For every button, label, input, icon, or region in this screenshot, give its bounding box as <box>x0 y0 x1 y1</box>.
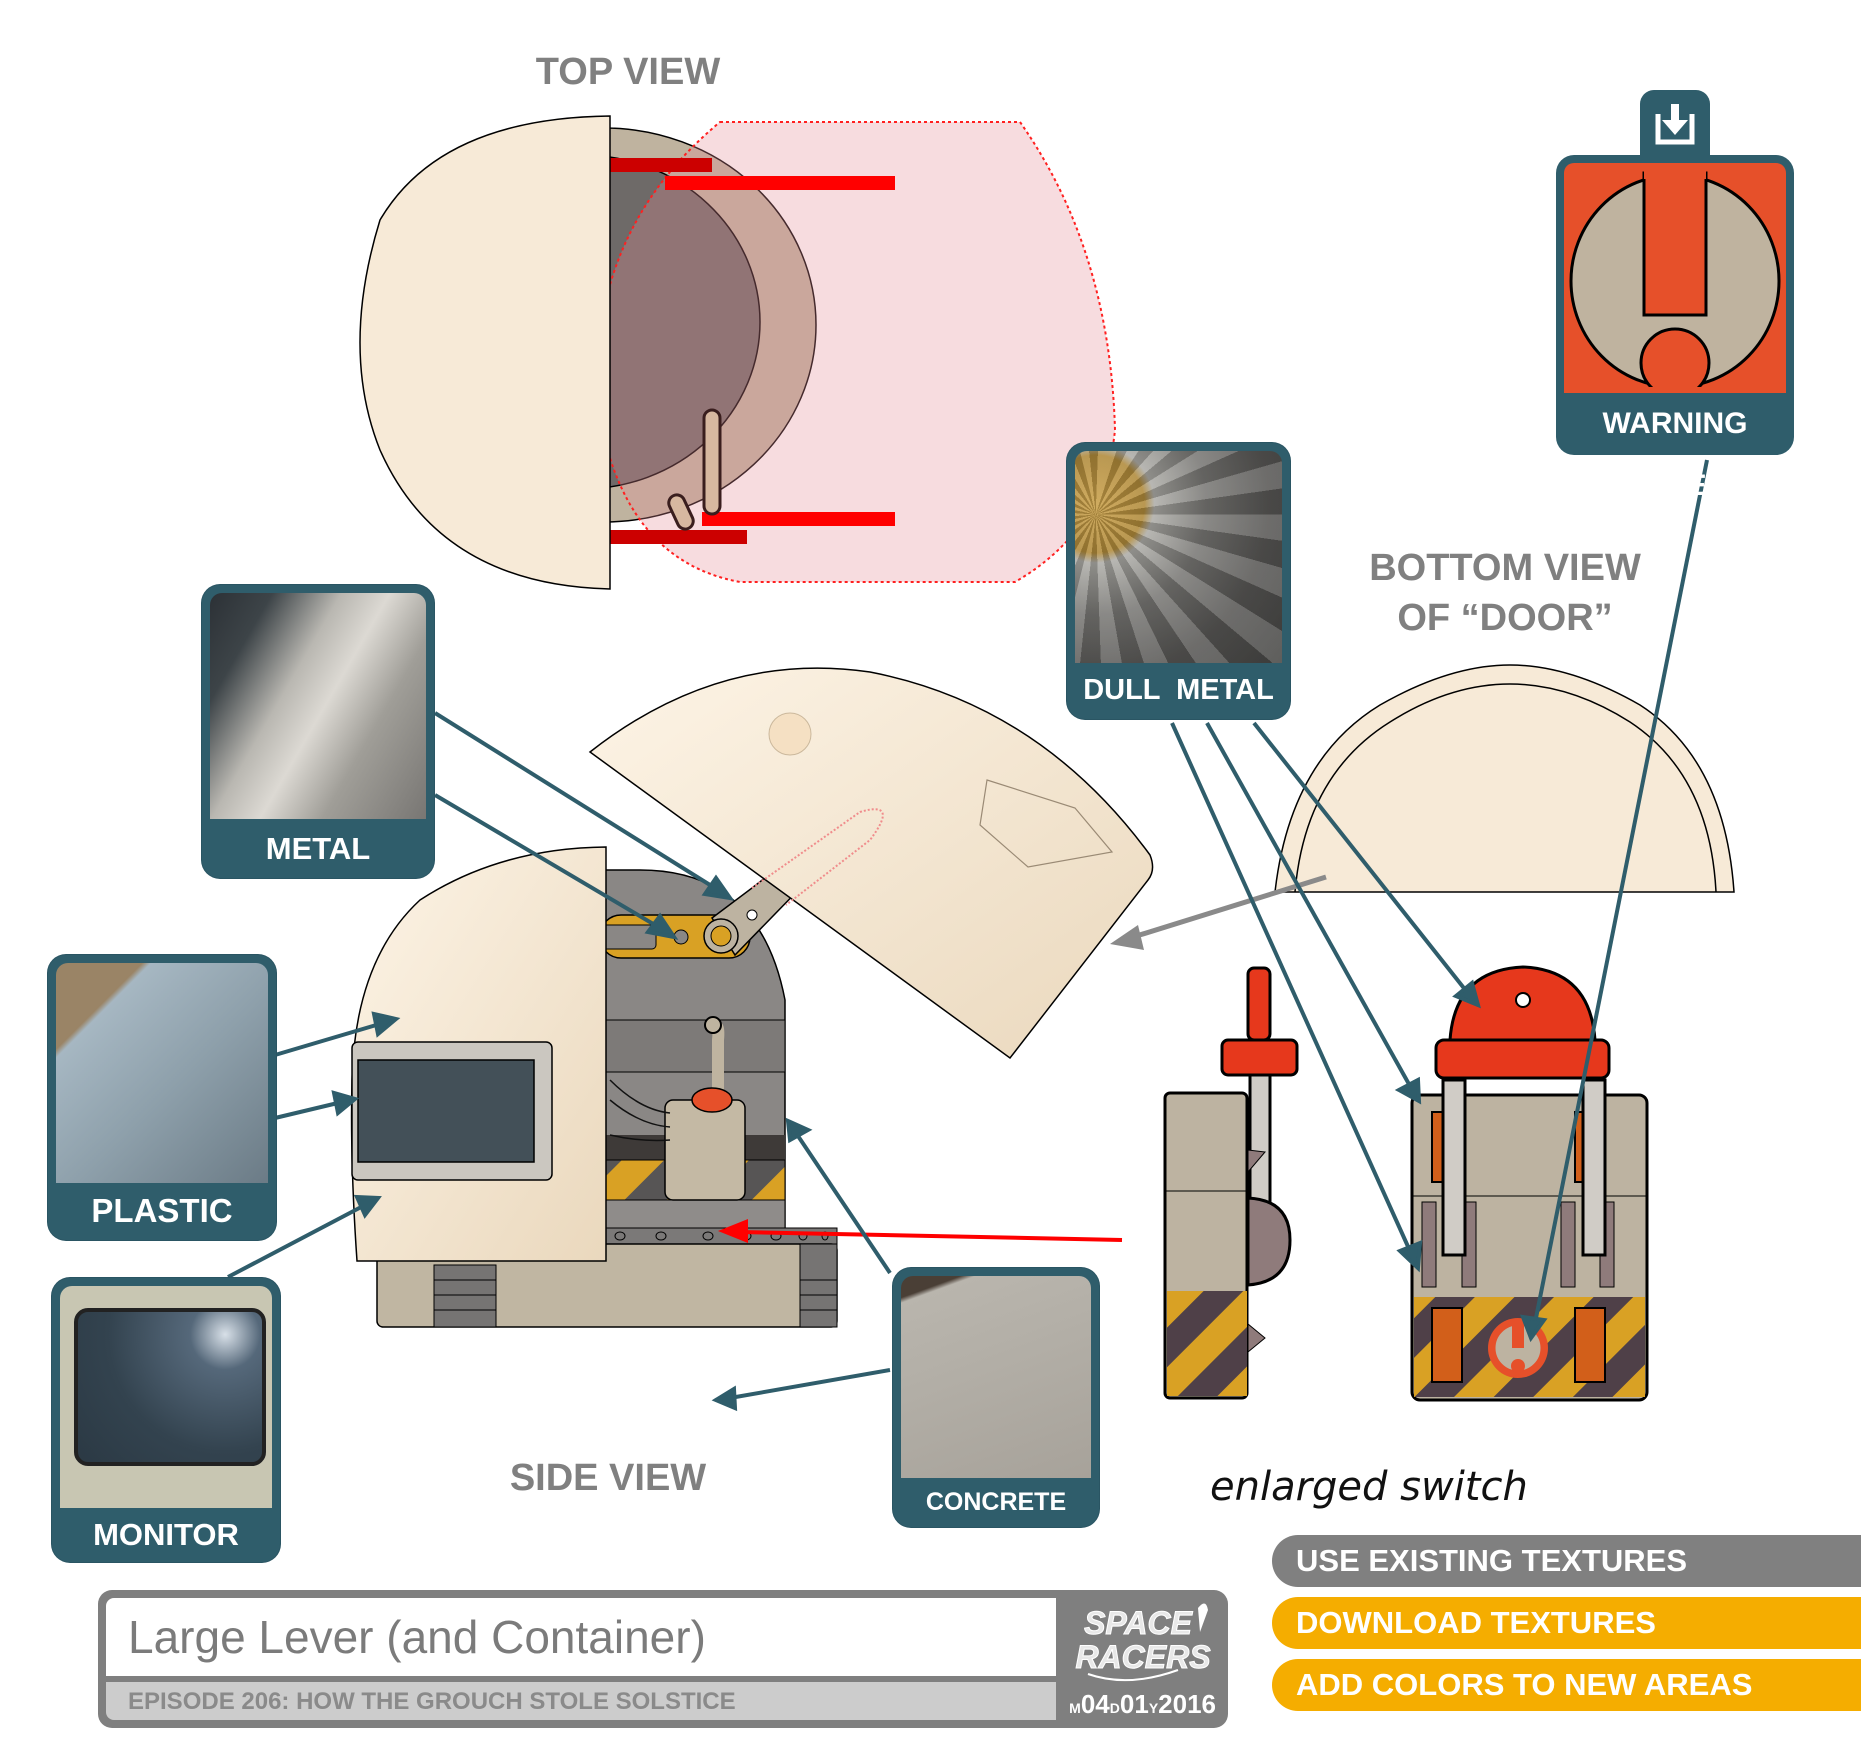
metal-label: METAL <box>265 831 371 866</box>
red-marker <box>600 530 747 544</box>
space-racers-logo: SPACE RACERS <box>1068 1598 1218 1684</box>
door-panel <box>588 667 1154 1060</box>
lever-pivot-inner <box>710 925 732 947</box>
open-door <box>588 667 1154 1060</box>
metal-texture-image <box>210 593 426 819</box>
front-switch-cap <box>1434 1038 1611 1080</box>
legend-label: USE EXISTING TEXTURES <box>1296 1543 1688 1578</box>
warning-label-text: WARNING LABEL <box>1602 407 1748 502</box>
lever-pin-small <box>667 493 695 531</box>
download-icon <box>1655 104 1695 145</box>
monitor-texture-image <box>60 1286 272 1508</box>
texture-card-concrete[interactable]: CONCRETE <box>893 1268 1099 1527</box>
logo-line-2: RACERS <box>1075 1639 1211 1675</box>
gray-pointer-arrow <box>1110 874 1327 950</box>
door-handle-slot <box>979 779 1114 868</box>
warning-label-image <box>1564 163 1786 393</box>
warning-icon <box>1569 167 1781 393</box>
texture-card-dull-metal[interactable]: DULL METAL <box>1067 443 1290 719</box>
legend-download-textures: DOWNLOAD TEXTURES <box>1272 1597 1861 1649</box>
concrete-texture-image <box>901 1276 1091 1478</box>
legend-label: ADD COLORS TO NEW AREAS <box>1296 1667 1753 1702</box>
monitor-screen-photo <box>74 1308 266 1466</box>
door-bottom-inner <box>1294 683 1717 893</box>
episode-panel: EPISODE 206: HOW THE GROUCH STOLE SOLSTI… <box>106 1682 1056 1720</box>
texture-card-warning-label[interactable]: WARNING LABEL <box>1556 155 1794 502</box>
lever-pin <box>702 408 722 516</box>
concrete-label: CONCRETE <box>925 1488 1067 1516</box>
title-block: Large Lever (and Container) EPISODE 206:… <box>98 1590 1228 1728</box>
dull-metal-texture-image <box>1075 451 1282 663</box>
cable <box>609 1099 671 1128</box>
lever-arm-hole <box>746 909 758 921</box>
base-rail <box>599 1227 838 1245</box>
enlarged-switch-label: enlarged switch <box>1210 1464 1528 1510</box>
side-view-label: SIDE VIEW <box>510 1457 706 1499</box>
enlarged-switch-drawing <box>1163 965 1649 1402</box>
download-tab[interactable] <box>1640 90 1710 162</box>
side-switch-hazard <box>1167 1291 1247 1396</box>
red-pointer-arrow <box>718 1219 1123 1243</box>
base-vent-right <box>799 1243 838 1328</box>
monitor-screen <box>357 1059 535 1163</box>
legend-use-existing-textures: USE EXISTING TEXTURES <box>1272 1535 1861 1587</box>
door-lever-ghost <box>751 808 884 906</box>
housing-band <box>599 1019 786 1073</box>
side-switch-tip <box>1246 966 1272 1042</box>
door-knob-mark <box>768 712 812 756</box>
top-view-label: TOP VIEW <box>536 51 721 93</box>
housing-base-strip <box>599 1199 786 1229</box>
bottom-view-drawing <box>1274 664 1735 893</box>
cable <box>609 1079 671 1114</box>
dull-metal-label: DULL METAL <box>1083 674 1274 706</box>
mini-switch <box>664 1099 746 1201</box>
plastic-label: PLASTIC <box>91 1192 233 1229</box>
bracket-slot <box>599 924 657 950</box>
legend-add-colors: ADD COLORS TO NEW AREAS <box>1272 1659 1861 1711</box>
closed-door-half <box>359 115 611 590</box>
door-bottom-outer <box>1274 664 1735 893</box>
mini-switch-knob <box>691 1087 733 1113</box>
plastic-texture-image <box>56 963 268 1183</box>
side-switch-handle <box>1220 1038 1299 1077</box>
sheet-date: M04D01Y2016 <box>1069 1689 1216 1719</box>
texture-card-metal[interactable]: METAL <box>202 585 434 878</box>
sheet-title: Large Lever (and Container) <box>128 1611 706 1663</box>
red-marker <box>702 512 895 526</box>
title-panel: Large Lever (and Container) <box>106 1598 1056 1676</box>
side-switch-stem <box>1248 1073 1272 1207</box>
bottom-view-label: BOTTOM VIEW <box>1369 547 1641 589</box>
callout-lines <box>227 459 1709 1412</box>
texture-card-monitor[interactable]: MONITOR <box>52 1278 280 1562</box>
fan-blades <box>1075 451 1282 663</box>
side-view-drawing <box>350 846 838 1328</box>
side-switch-pivot <box>1246 1196 1292 1287</box>
monitor-label: MONITOR <box>93 1517 239 1552</box>
top-view-drawing <box>359 115 1117 590</box>
texture-card-plastic[interactable]: PLASTIC <box>48 955 276 1240</box>
red-marker <box>665 176 895 190</box>
red-marker <box>600 158 712 172</box>
legend-label: DOWNLOAD TEXTURES <box>1296 1605 1656 1640</box>
bottom-view-label-2: OF “DOOR” <box>1397 597 1612 639</box>
logo-line-1: SPACE <box>1084 1605 1194 1641</box>
cable <box>609 1134 671 1142</box>
episode-title: EPISODE 206: HOW THE GROUCH STOLE SOLSTI… <box>128 1688 736 1715</box>
base-vent-left <box>433 1264 497 1328</box>
